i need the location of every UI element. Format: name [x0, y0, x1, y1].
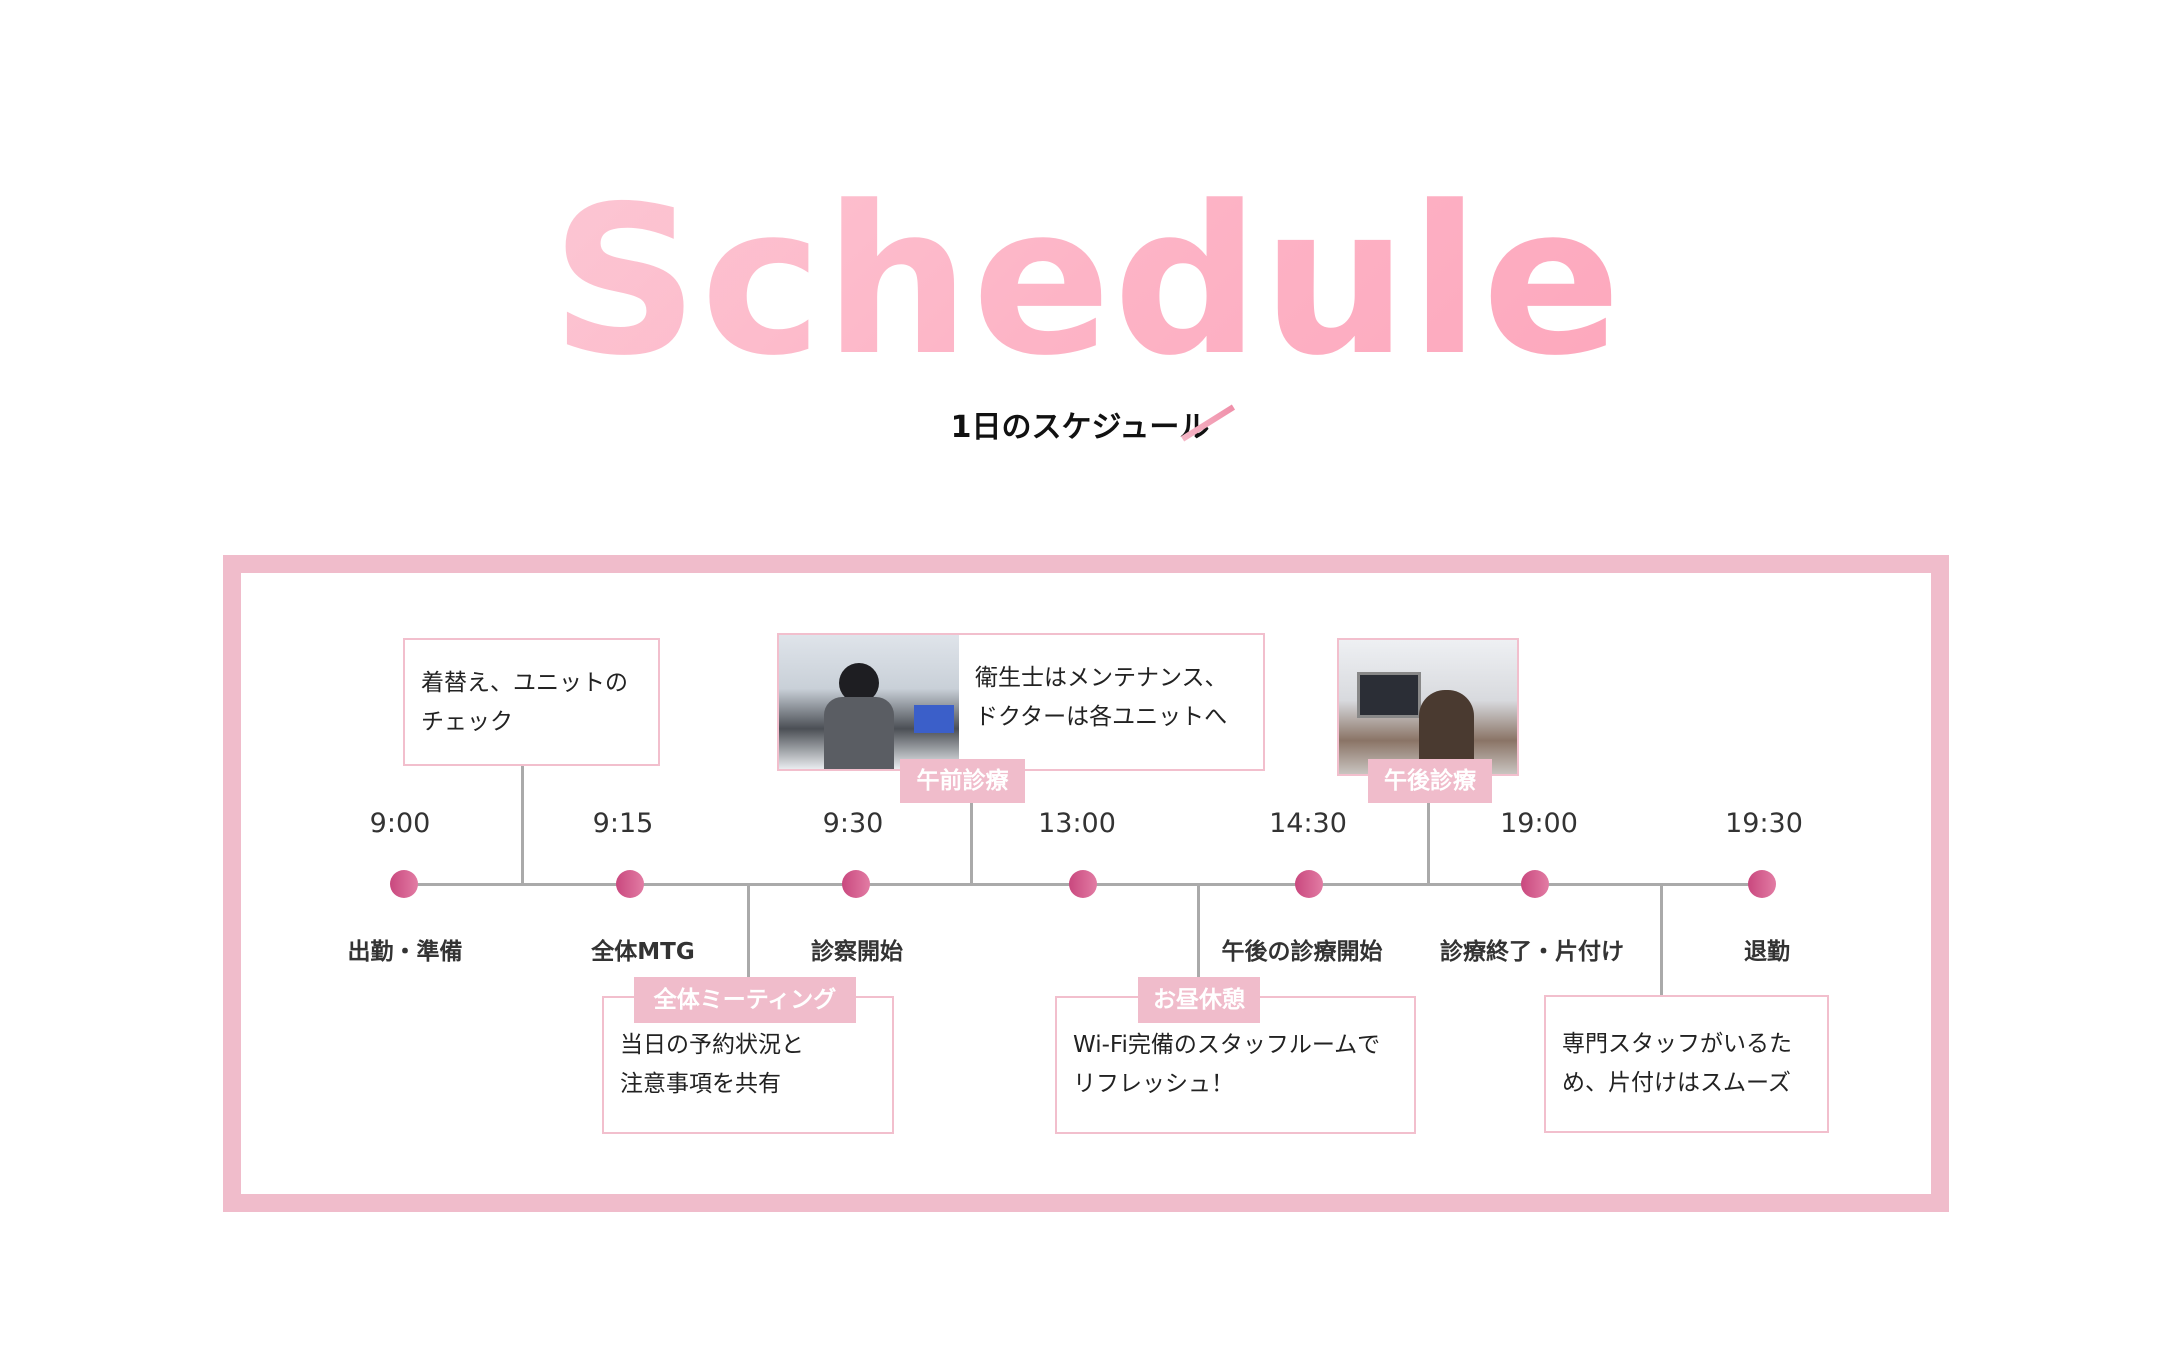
time-label: 19:00	[1500, 808, 1578, 839]
card-text: 専門スタッフがいるた め、片付けはスムーズ	[1562, 1031, 1792, 1096]
card-cleanup: 専門スタッフがいるた め、片付けはスムーズ	[1544, 995, 1829, 1133]
card-text: 当日の予約状況と 注意事項を共有	[620, 1032, 804, 1097]
card-text: 着替え、ユニットの チェック	[421, 670, 628, 735]
event-label: 出勤・準備	[347, 939, 463, 965]
connector	[747, 884, 750, 979]
card-afternoon	[1337, 638, 1519, 776]
event-label: 全体MTG	[591, 939, 695, 965]
tag-morning: 午前診療	[900, 759, 1025, 803]
photo-monitor	[1357, 672, 1421, 718]
timeline-dot	[1521, 870, 1549, 898]
card-morning: 衛生士はメンテナンス、 ドクターは各ユニットへ	[777, 633, 1265, 771]
clinic-photo	[1339, 640, 1517, 774]
time-label: 9:30	[822, 808, 884, 839]
connector	[1427, 803, 1430, 885]
connector	[1660, 884, 1663, 996]
card-text: Wi-Fi完備のスタッフルームで リフレッシュ！	[1073, 1032, 1381, 1097]
page-title: Schedule	[0, 180, 2160, 385]
tag-meeting: 全体ミーティング	[634, 977, 856, 1023]
time-label: 19:30	[1725, 808, 1803, 839]
clinic-photo	[779, 635, 959, 769]
timeline-dot	[842, 870, 870, 898]
timeline-dot	[616, 870, 644, 898]
card-change: 着替え、ユニットの チェック	[403, 638, 660, 766]
timeline-dot	[1748, 870, 1776, 898]
tag-afternoon: 午後診療	[1368, 759, 1492, 803]
connector	[521, 765, 524, 885]
photo-figure	[839, 663, 879, 703]
photo-monitor	[914, 705, 954, 733]
event-label: 午後の診療開始	[1221, 939, 1383, 965]
connector	[970, 803, 973, 885]
schedule-frame	[223, 555, 1949, 1212]
time-label: 14:30	[1269, 808, 1347, 839]
time-label: 9:15	[592, 808, 654, 839]
event-label: 退勤	[1744, 939, 1790, 965]
event-label: 診療終了・片付け	[1440, 939, 1624, 965]
tag-lunch: お昼休憩	[1138, 977, 1260, 1023]
time-label: 9:00	[369, 808, 431, 839]
page-subtitle: 1日のスケジュール	[950, 410, 1210, 445]
card-text: 衛生士はメンテナンス、 ドクターは各ユニットへ	[975, 665, 1228, 730]
timeline-dot	[390, 870, 418, 898]
timeline-dot	[1295, 870, 1323, 898]
timeline-dot	[1069, 870, 1097, 898]
time-label: 13:00	[1038, 808, 1116, 839]
event-label: 診察開始	[811, 939, 903, 965]
photo-figure	[824, 697, 894, 769]
connector	[1197, 884, 1200, 979]
